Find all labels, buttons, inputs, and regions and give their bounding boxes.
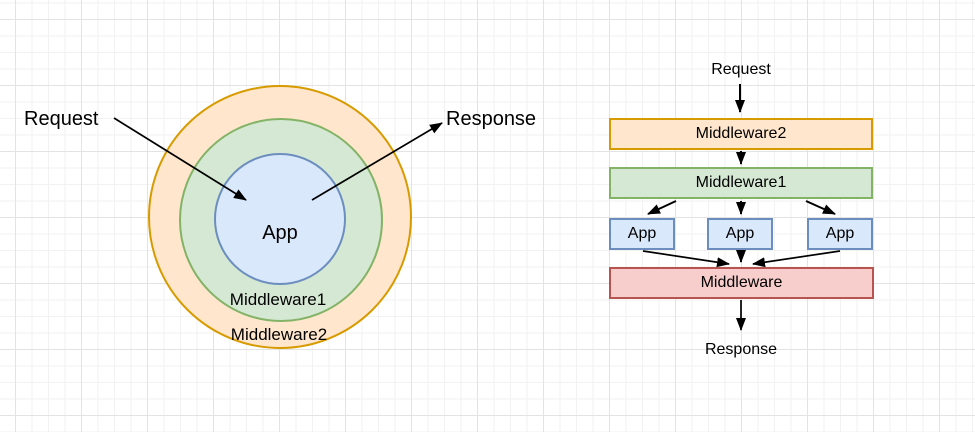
flow-node-middleware[interactable]: Middleware (609, 267, 874, 299)
flow-node-middleware-label: Middleware (700, 274, 783, 291)
flow-app1-to-mw-arrow[interactable] (642, 250, 730, 268)
flow-m1-to-app3-arrow[interactable] (805, 200, 836, 215)
flow-response-label[interactable]: Response (704, 341, 778, 358)
flow-node-app-2[interactable]: App (707, 218, 773, 250)
onion-circle-app[interactable] (214, 153, 346, 285)
flow-node-app-3-label: App (825, 225, 855, 242)
onion-middleware1-label: Middleware1 (229, 290, 327, 309)
flow-node-middleware1[interactable]: Middleware1 (609, 167, 873, 199)
flow-request-label[interactable]: Request (711, 61, 771, 78)
flow-node-app-1[interactable]: App (609, 218, 675, 250)
onion-response-arrow[interactable] (311, 122, 443, 201)
onion-middleware2-label: Middleware2 (230, 325, 328, 344)
flow-app3-to-mw-arrow[interactable] (752, 250, 841, 268)
flow-node-middleware1-label: Middleware1 (695, 174, 787, 191)
flow-node-middleware2[interactable]: Middleware2 (609, 118, 873, 150)
onion-request-label[interactable]: Request (24, 108, 99, 130)
flow-node-middleware2-label: Middleware2 (695, 125, 787, 142)
flow-node-app-1-label: App (627, 225, 657, 242)
flow-m1-to-app1-arrow[interactable] (647, 200, 677, 215)
flow-node-app-2-label: App (725, 225, 755, 242)
onion-response-label[interactable]: Response (446, 108, 537, 130)
flow-node-app-3[interactable]: App (807, 218, 873, 250)
onion-app-label: App (262, 222, 298, 244)
onion-request-arrow[interactable] (113, 117, 247, 201)
